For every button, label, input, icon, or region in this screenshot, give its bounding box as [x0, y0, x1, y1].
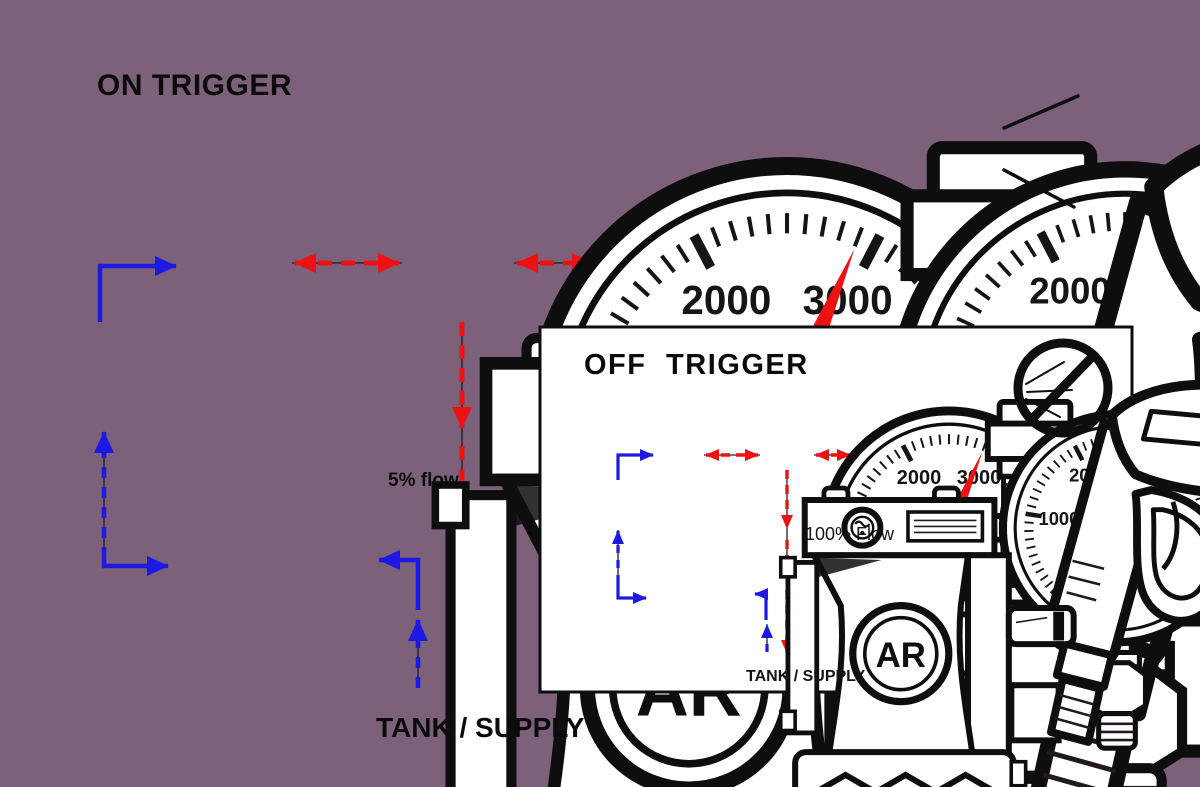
no-spray-icon — [1013, 338, 1113, 438]
supply-line-tank-to-pump — [378, 550, 428, 688]
tank-supply-label: TANK / SUPPLY — [376, 712, 585, 743]
spray-icon — [1002, 94, 1092, 209]
bypass-flow-label: 5% flow — [388, 470, 459, 491]
inset-supply-line-left-of-pump — [612, 530, 647, 604]
off-trigger-title: OFF TRIGGER — [584, 349, 809, 381]
supply-line-to-gauge1 — [97, 256, 177, 322]
inset-tank-supply-label: TANK / SUPPLY — [746, 668, 865, 685]
inset-supply-line-tank-to-pump — [754, 588, 773, 652]
supply-line-left-of-pump — [94, 431, 169, 576]
inset-supply-line-to-gauge1 — [616, 449, 654, 480]
inset-bypass-flow-label: 100% Flow — [805, 524, 895, 544]
on-trigger-title: ON TRIGGER — [97, 69, 292, 102]
